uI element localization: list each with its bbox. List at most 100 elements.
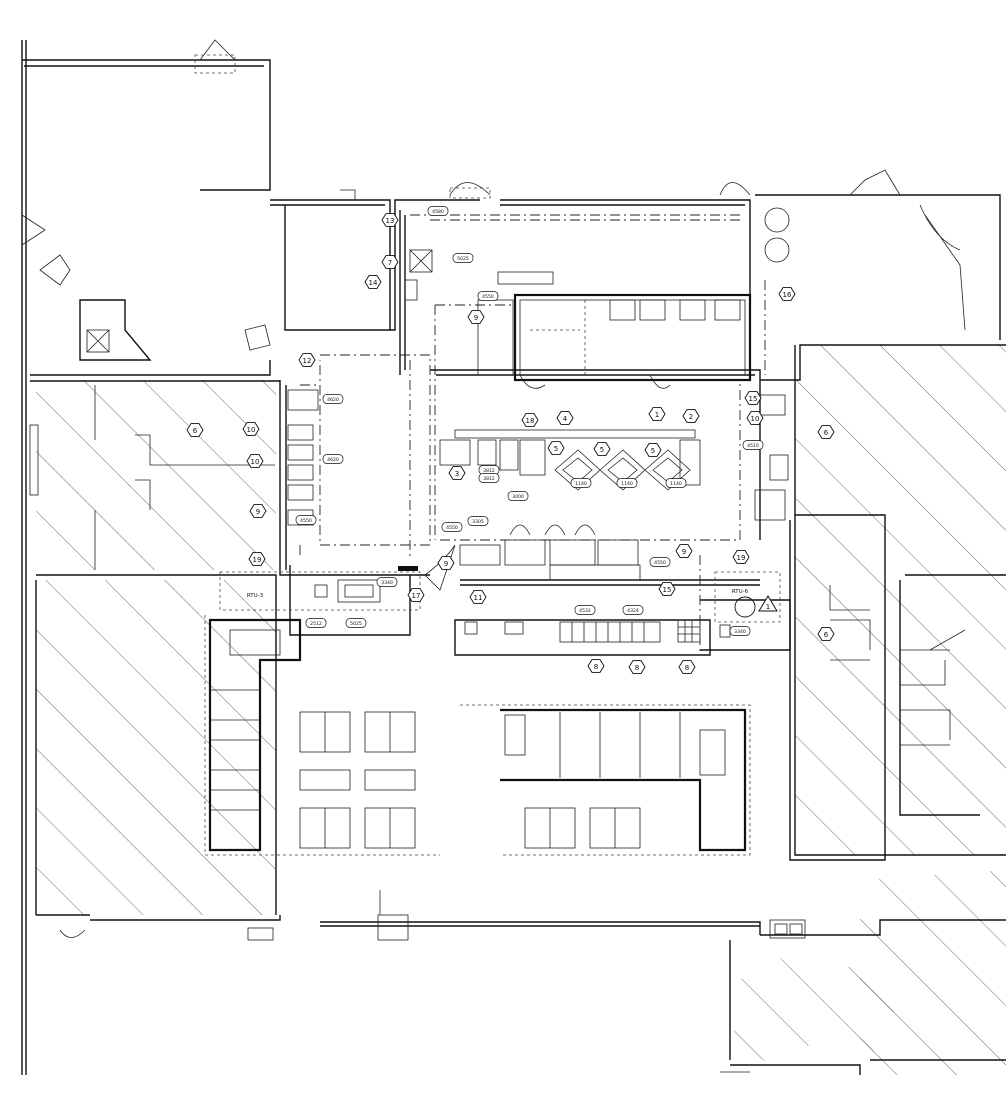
equipment-tag-label: 3812 [483, 468, 495, 474]
hex-tag-label: 19 [253, 556, 262, 564]
equipment-tag: 4550 [477, 291, 499, 301]
hex-tag-label: 17 [412, 592, 421, 600]
equipment-tag-label: 3305 [472, 519, 484, 525]
equipment-tag: 3305 [467, 516, 489, 526]
equipment-tag-label: 3340 [734, 629, 746, 635]
hex-tag: 7 [381, 255, 399, 269]
revision-mark-layer: 1 [734, 595, 778, 618]
hex-tag: 8 [587, 659, 605, 673]
hex-tag: 12 [298, 353, 316, 367]
hex-tag: 11 [469, 590, 487, 604]
hex-tag: 19 [248, 552, 266, 566]
hex-tag: 13 [381, 213, 399, 227]
hex-tag-label: 6 [824, 429, 829, 437]
hex-tag: 15 [744, 391, 762, 405]
equipment-tag-label: 1140 [575, 481, 587, 487]
hex-tag-label: 19 [737, 554, 746, 562]
routing-lines [219, 214, 781, 655]
hex-tag: 3 [448, 466, 466, 480]
hex-tag-label: 15 [749, 395, 758, 403]
equipment-tag-label: 4324 [627, 608, 639, 614]
storefront [247, 890, 806, 1073]
equipment-tag-label: 4550 [654, 560, 666, 566]
hex-tag-label: 14 [369, 279, 378, 287]
hex-tag-label: 3 [455, 470, 459, 478]
equipment-tag: 1140 [616, 478, 638, 488]
equipment-tag: 2512 [305, 618, 327, 628]
equipment-tag: 1140 [665, 478, 687, 488]
hex-tag-label: 9 [256, 508, 260, 516]
kitchen-equipment [287, 207, 790, 643]
revision-triangle: 1 [734, 595, 778, 618]
hex-tag-label: 12 [303, 357, 312, 365]
equipment-tag: 5025 [345, 618, 367, 628]
hex-tag: 10 [746, 411, 764, 425]
hex-tag-label: 5 [600, 446, 604, 454]
equipment-tag-label: 3340 [381, 580, 393, 586]
equipment-tag-label: 3000 [512, 494, 524, 500]
equipment-tag-label: 5025 [457, 256, 469, 262]
hex-tag: 16 [778, 287, 796, 301]
hex-tag: 14 [364, 275, 382, 289]
hex-tag-label: 11 [474, 594, 483, 602]
hex-tag: 9 [675, 544, 693, 558]
hex-tag-label: 6 [193, 427, 198, 435]
hex-tag-label: 9 [682, 548, 686, 556]
equipment-tag: 3812 [478, 465, 500, 475]
equipment-tag-label: 4580 [432, 209, 444, 215]
hex-tag: 8 [678, 660, 696, 674]
hex-tag-label: 10 [251, 458, 260, 466]
rtu-circle [734, 596, 756, 618]
equipment-tag: 3340 [376, 577, 398, 587]
hex-tag: 10 [246, 454, 264, 468]
equipment-tag: 4532 [574, 605, 596, 615]
equipment-tag-label: 4550 [446, 525, 458, 531]
equipment-tag: 4550 [295, 515, 317, 525]
hex-tag-label: 5 [554, 445, 558, 453]
hex-tag: 5 [547, 441, 565, 455]
hex-tag-label: 10 [751, 415, 760, 423]
hex-tag: 9 [249, 504, 267, 518]
hex-tag: 6 [186, 423, 204, 437]
hex-tag-label: 8 [594, 663, 598, 671]
hex-tag-label: 1 [655, 411, 659, 419]
door-swings [59, 169, 966, 938]
hex-tag-label: 4 [563, 415, 568, 423]
equipment-tag-label: 4510 [747, 443, 759, 449]
hex-tag: 4 [556, 411, 574, 425]
equipment-tag-label: 4550 [300, 518, 312, 524]
equipment-tag: 3812 [478, 473, 500, 483]
equipment-tag-label: 4620 [327, 457, 339, 463]
equipment-tag-label: 4620 [327, 397, 339, 403]
equipment-tag-label: 4550 [482, 294, 494, 300]
hex-tag: 10 [242, 422, 260, 436]
hex-tag: 5 [644, 443, 662, 457]
upper-left-rooms [21, 39, 356, 361]
equipment-tag: 4580 [427, 206, 449, 216]
hex-tag: 1 [648, 407, 666, 421]
hex-tag: 6 [817, 627, 835, 641]
hex-tag: 8 [628, 660, 646, 674]
hex-tag: 9 [467, 310, 485, 324]
equipment-tag: 5025 [452, 253, 474, 263]
equipment-tag: 4620 [322, 454, 344, 464]
equipment-tag: 3340 [729, 626, 751, 636]
hex-tag: 5 [593, 442, 611, 456]
equipment-tag-label: 1140 [621, 481, 633, 487]
equipment-tag-label: 3812 [483, 476, 495, 482]
equipment-tag-label: 2512 [310, 621, 322, 627]
hex-tag-label: 6 [824, 631, 829, 639]
equipment-tag: 4550 [649, 557, 671, 567]
hex-tag: 9 [437, 556, 455, 570]
misc-lines [29, 385, 966, 746]
equipment-tag-label: 4532 [579, 608, 591, 614]
equipment-tag: 4550 [441, 522, 463, 532]
unit-label: RTU-6 [732, 589, 749, 595]
hex-tag-label: 8 [685, 664, 689, 672]
equipment-tag: 3000 [507, 491, 529, 501]
dining-furniture [204, 615, 751, 856]
hex-tag-label: 10 [247, 426, 256, 434]
walk-in-cooler [477, 271, 752, 382]
